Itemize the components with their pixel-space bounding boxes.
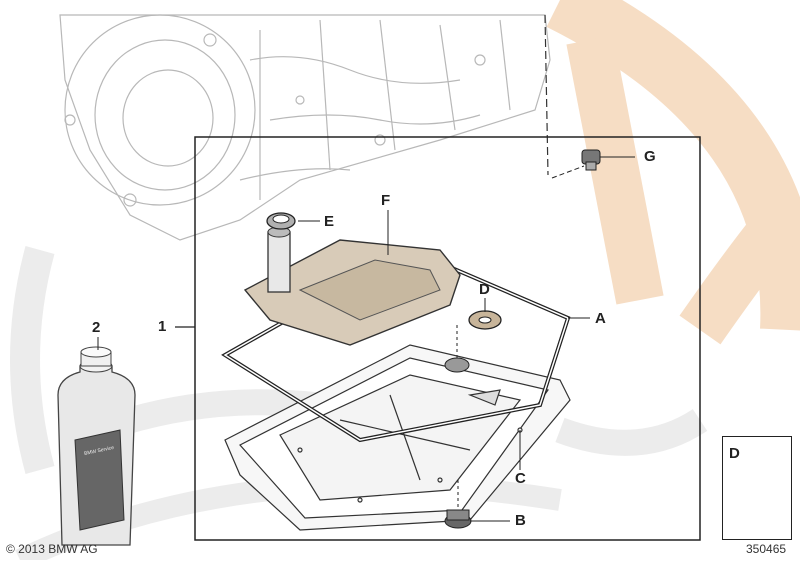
- legend-box: [722, 436, 792, 540]
- leader-lines: [97, 156, 635, 522]
- diagram-number: 350465: [746, 542, 787, 556]
- callout-b: B: [515, 512, 526, 529]
- screw-plug: [551, 149, 601, 179]
- transmission-filter: [243, 226, 461, 346]
- callout-a: A: [595, 310, 606, 327]
- callout-1: 1: [158, 318, 167, 335]
- copyright-text: © 2013 BMW AG: [6, 542, 98, 556]
- seal-ring: [266, 212, 296, 230]
- kit-frame: [175, 136, 701, 541]
- callout-2: 2: [92, 319, 101, 336]
- drain-plug: [444, 480, 472, 529]
- oil-bottle: [57, 346, 136, 546]
- legend-label-d: D: [729, 445, 740, 462]
- drain-fitting: [444, 325, 470, 373]
- callout-c: C: [515, 470, 526, 487]
- washer: [468, 310, 502, 330]
- callout-e: E: [324, 213, 335, 230]
- callout-d: D: [479, 281, 490, 298]
- oil-pan: [224, 344, 571, 531]
- transmission-housing: [59, 14, 551, 241]
- callout-g: G: [644, 148, 656, 165]
- callout-f: F: [381, 192, 391, 209]
